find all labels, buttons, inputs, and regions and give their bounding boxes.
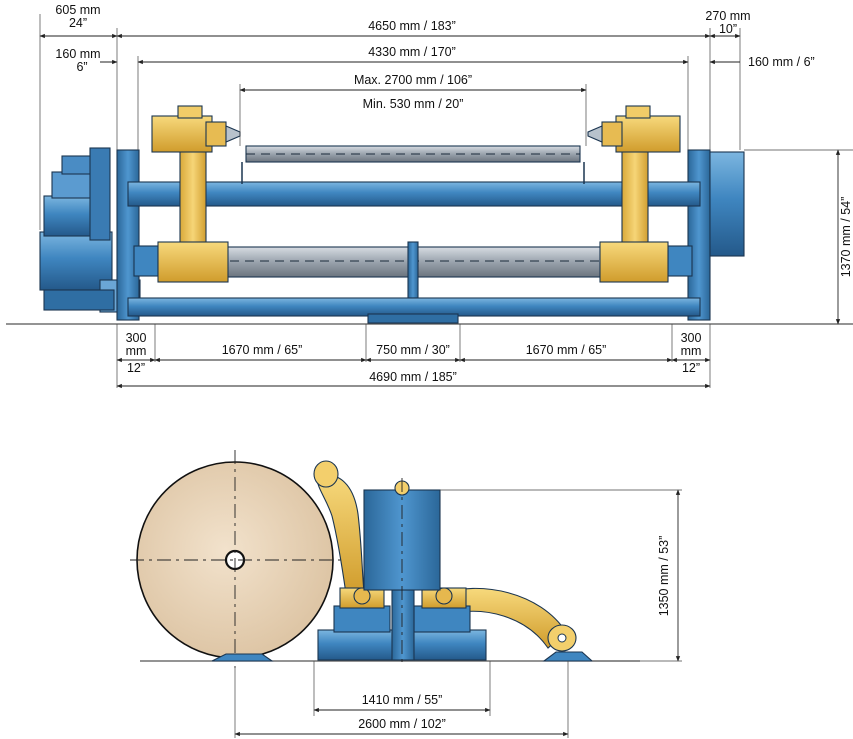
front-view: 605 mm 24” 160 mm 6” 4650 mm / 183” 4330…: [6, 3, 853, 389]
side-view: 1350 mm / 53” 1410 mm / 55” 2600 mm / 10…: [130, 450, 682, 738]
right-upright-post: [687, 149, 711, 321]
dim-160-left-in: 6”: [76, 60, 87, 74]
dim-min-width: Min. 530 mm / 20”: [363, 97, 464, 111]
left-yellow-arm: [151, 105, 241, 283]
centre-support: [407, 241, 419, 299]
dim-300-right-line3: 12”: [682, 361, 700, 375]
side-central-column: [391, 589, 415, 661]
dim-300-left-line1: 300: [126, 331, 147, 345]
dim-1410: 1410 mm / 55”: [362, 693, 443, 707]
dim-2600: 2600 mm / 102”: [358, 717, 446, 731]
dim-300-right-line2: mm: [681, 344, 702, 358]
dim-front-height: 1370 mm / 54”: [839, 197, 853, 278]
bearing-right: [421, 587, 467, 609]
dim-4330: 4330 mm / 170”: [368, 45, 456, 59]
bearing-left: [339, 587, 385, 609]
left-upright-post: [116, 149, 140, 321]
dim-1670-right: 1670 mm / 65”: [526, 343, 607, 357]
dim-160-right: 160 mm / 6”: [748, 55, 815, 69]
dim-270-mm: 270 mm: [705, 9, 750, 23]
dim-160-left-mm: 160 mm: [55, 47, 100, 61]
dim-750: 750 mm / 30”: [376, 343, 450, 357]
dim-1670-left: 1670 mm / 65”: [222, 343, 303, 357]
dim-300-right-line1: 300: [681, 331, 702, 345]
dim-270-in: 10”: [719, 22, 737, 36]
right-end-cabinet: [709, 151, 745, 257]
base-beam: [127, 297, 701, 317]
top-beam: [127, 181, 701, 207]
dim-max-width: Max. 2700 mm / 106”: [354, 73, 472, 87]
dim-side-height: 1350 mm / 53”: [657, 536, 671, 617]
dim-4650: 4650 mm / 183”: [368, 19, 456, 33]
dim-605-mm: 605 mm: [55, 3, 100, 17]
right-foot: [542, 651, 594, 662]
lower-shaft: [199, 246, 641, 278]
dim-300-left-line3: 12”: [127, 361, 145, 375]
left-foot: [211, 653, 274, 662]
dim-4690: 4690 mm / 185”: [369, 370, 457, 384]
right-yellow-arm: [587, 105, 681, 283]
dim-300-left-line2: mm: [126, 344, 147, 358]
dim-605-in: 24”: [69, 16, 87, 30]
